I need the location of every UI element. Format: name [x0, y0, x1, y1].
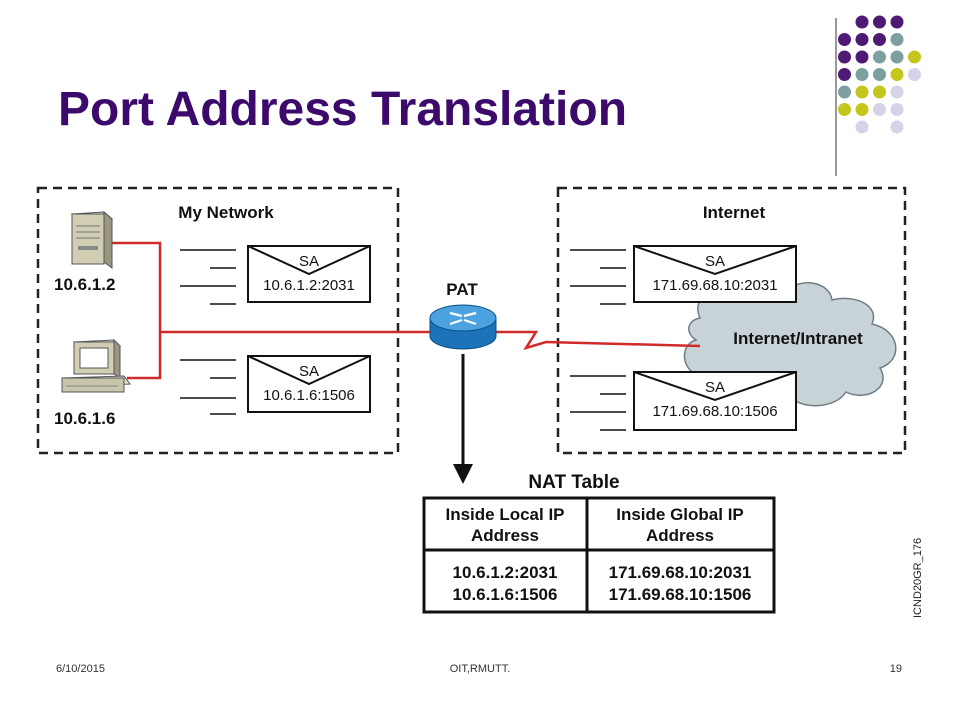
network-links — [112, 241, 701, 380]
page-title: Port Address Translation — [58, 83, 628, 136]
server-icon — [70, 210, 114, 269]
envelope-1: SA 10.6.1.2:2031 — [247, 245, 371, 303]
nat-header-global-2: Address — [646, 526, 714, 545]
envelope-3-addr: 171.69.68.10:2031 — [652, 277, 777, 294]
router-to-table-arrow — [453, 354, 473, 484]
nat-cell-local-1: 10.6.1.2:2031 — [453, 563, 558, 582]
nat-header-local-1: Inside Local IP — [445, 505, 564, 524]
envelope-2-addr: 10.6.1.6:1506 — [263, 387, 355, 404]
nat-header-global-1: Inside Global IP — [616, 505, 744, 524]
envelope-3: SA 171.69.68.10:2031 — [633, 245, 797, 303]
footer-date: 6/10/2015 — [56, 663, 105, 675]
internet-label: Internet — [703, 203, 766, 222]
link-host1 — [112, 241, 162, 380]
page-number: 19 — [889, 663, 902, 675]
envelope-4: SA 171.69.68.10:1506 — [633, 371, 797, 431]
footer-organization: OIT,RMUTT. — [449, 663, 511, 675]
nat-cell-local-2: 10.6.1.6:1506 — [453, 585, 558, 604]
envelope-4-sa: SA — [705, 379, 725, 396]
pc-icon — [61, 338, 131, 393]
envelope-3-sa: SA — [705, 253, 725, 270]
envelope-4-addr: 171.69.68.10:1506 — [652, 403, 777, 420]
nat-cell-global-2: 171.69.68.10:1506 — [609, 585, 752, 604]
router-label: PAT — [446, 280, 478, 299]
image-code: ICND20GR_176 — [912, 538, 924, 618]
envelope-1-sa: SA — [299, 253, 319, 270]
internet-box — [556, 186, 907, 455]
speed-lines — [180, 249, 626, 431]
cloud-label: Internet/Intranet — [733, 329, 863, 348]
nat-table-title: NAT Table — [528, 472, 619, 493]
my-network-label: My Network — [178, 203, 274, 222]
router-icon — [429, 304, 497, 350]
envelope-2: SA 10.6.1.6:1506 — [247, 355, 371, 413]
envelope-2-sa: SA — [299, 363, 319, 380]
nat-table: Inside Local IP Address Inside Global IP… — [422, 496, 776, 614]
link-router-cloud — [496, 330, 701, 351]
host1-ip: 10.6.1.2 — [54, 275, 115, 294]
envelope-1-addr: 10.6.1.2:2031 — [263, 277, 355, 294]
my-network-box — [36, 186, 400, 455]
nat-header-local-2: Address — [471, 526, 539, 545]
host2-ip: 10.6.1.6 — [54, 409, 115, 428]
nat-cell-global-1: 171.69.68.10:2031 — [609, 563, 752, 582]
